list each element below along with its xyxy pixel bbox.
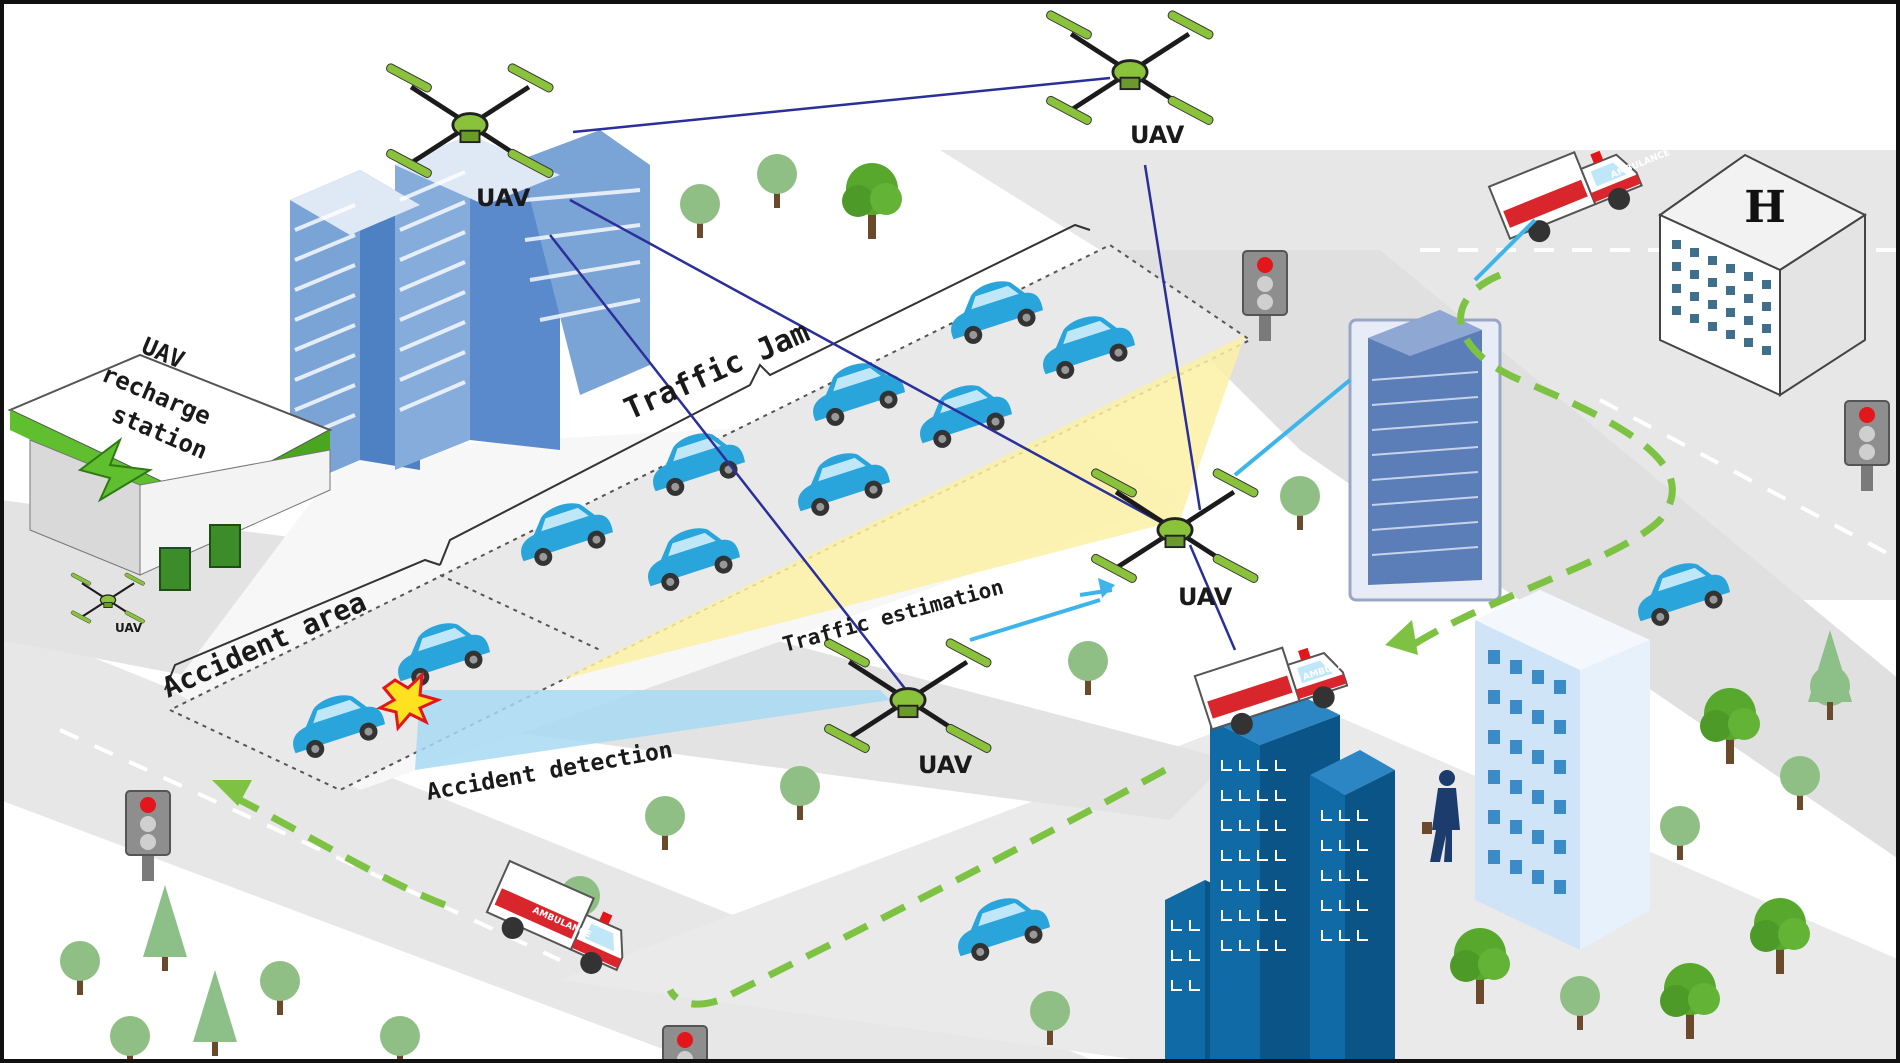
pedestrian-icon bbox=[1422, 770, 1460, 862]
traffic-light-icon bbox=[125, 790, 171, 882]
uav-label-building: UAV bbox=[476, 184, 531, 212]
uav-label-station: UAV bbox=[115, 621, 143, 635]
ambulance-route-arrow bbox=[1385, 620, 1418, 655]
data-links bbox=[969, 218, 1537, 642]
hospital-mark: H bbox=[1744, 182, 1786, 233]
collision-burst-icon bbox=[376, 671, 443, 732]
traffic-jam-bracket bbox=[439, 223, 1091, 566]
office-building-right bbox=[1475, 590, 1650, 950]
uav-links bbox=[549, 76, 1237, 696]
accident-detection-cone bbox=[415, 690, 890, 770]
hospital-building-icon: H bbox=[1658, 153, 1868, 397]
uav-label-estimation: UAV bbox=[1178, 583, 1233, 611]
office-tower-left bbox=[290, 130, 650, 490]
traffic-estimation-cone bbox=[560, 335, 1245, 680]
ambulance-route-arrow bbox=[212, 780, 252, 806]
ambulance-route bbox=[228, 271, 1676, 1008]
uav-recharge-station: UAV recharge station bbox=[7, 332, 333, 591]
uav-label-detection: UAV bbox=[918, 751, 973, 779]
server-rack-icon bbox=[1348, 310, 1502, 602]
uav-drone-icon bbox=[1045, 10, 1214, 126]
traffic-estimation-arrow bbox=[1098, 578, 1115, 598]
uav-label-top: UAV bbox=[1130, 121, 1185, 149]
traffic-light-icon bbox=[662, 1025, 708, 1063]
accident-area-bracket bbox=[164, 558, 441, 691]
